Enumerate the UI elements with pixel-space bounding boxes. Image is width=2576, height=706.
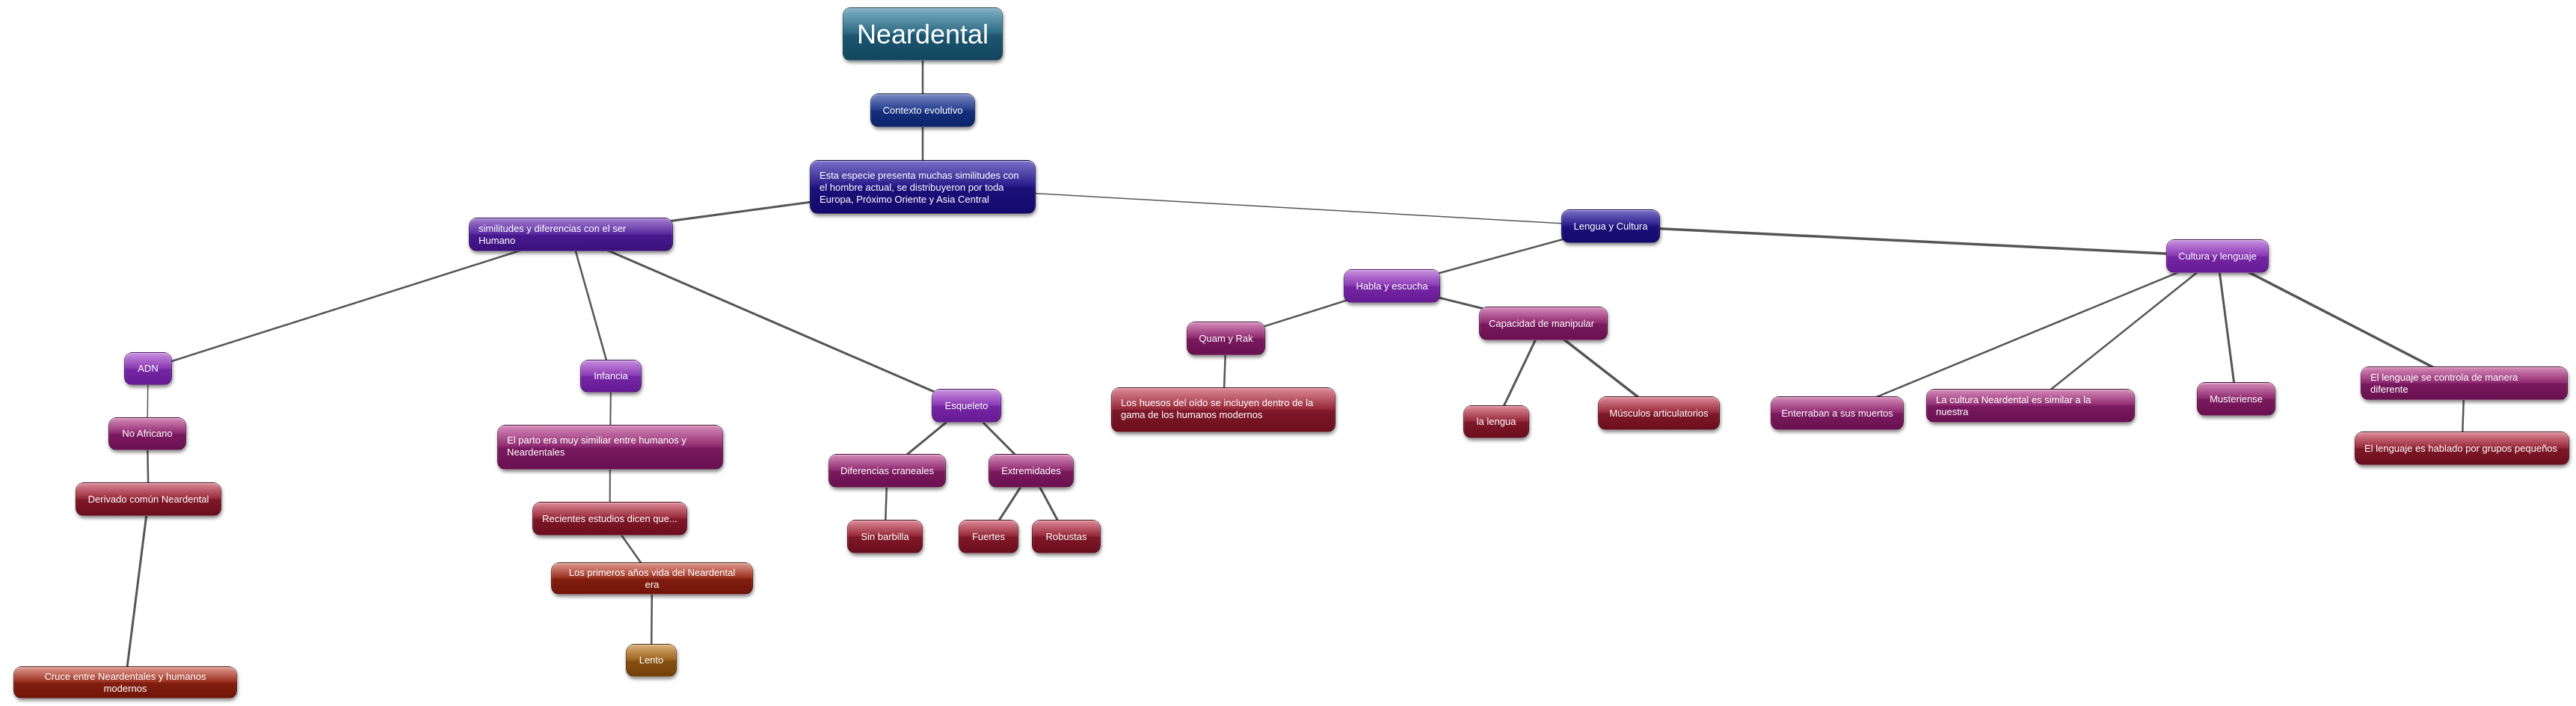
node-quam-rak[interactable]: Quam y Rak xyxy=(1187,322,1265,355)
node-la-lengua[interactable]: la lengua xyxy=(1463,405,1529,438)
edge-sim-adn xyxy=(147,233,571,370)
node-lengua-cultura[interactable]: Lengua y Cultura xyxy=(1561,209,1660,243)
edge-cyl-ctrl xyxy=(2216,254,2465,385)
edge-lc-cyl xyxy=(1610,224,2218,258)
node-diferencias-craneales[interactable]: Diferencias craneales xyxy=(829,454,946,488)
node-fuertes[interactable]: Fuertes xyxy=(959,520,1018,553)
node-parto-similar[interactable]: El parto era muy similiar entre humanos … xyxy=(497,425,723,470)
node-robustas[interactable]: Robustas xyxy=(1032,520,1101,553)
node-cruce-neardentales[interactable]: Cruce entre Neardentales y humanos moder… xyxy=(13,666,237,699)
node-derivado-comun[interactable]: Derivado común Neardental xyxy=(76,482,221,516)
node-lento[interactable]: Lento xyxy=(626,644,677,677)
node-esqueleto[interactable]: Esqueleto xyxy=(932,389,1001,423)
node-infancia[interactable]: Infancia xyxy=(580,360,642,393)
node-recientes-estudios[interactable]: Recientes estudios dicen que... xyxy=(532,502,687,535)
root-node-neardental[interactable]: Neardental xyxy=(843,7,1003,61)
node-extremidades[interactable]: Extremidades xyxy=(989,454,1074,488)
edge-sim-inf xyxy=(570,234,612,377)
node-habla-escucha[interactable]: Habla y escucha xyxy=(1344,269,1440,303)
node-lenguaje-hablado[interactable]: El lenguaje es hablado por grupos pequeñ… xyxy=(2355,432,2569,465)
node-sin-barbilla[interactable]: Sin barbilla xyxy=(847,520,923,553)
node-similitudes-diferencias[interactable]: similitudes y diferencias con el ser Hum… xyxy=(469,218,673,251)
node-no-africano[interactable]: No Africano xyxy=(108,417,186,450)
node-enterraban-muertos[interactable]: Enterraban a sus muertos xyxy=(1771,396,1904,430)
node-contexto-evolutivo[interactable]: Contexto evolutivo xyxy=(870,93,975,127)
node-capacidad-manipular[interactable]: Capacidad de manipular xyxy=(1479,307,1608,340)
node-description[interactable]: Esta especie presenta muchas similitudes… xyxy=(810,160,1036,214)
edge-cyl-cult xyxy=(2029,255,2219,407)
node-cultura-lenguaje[interactable]: Cultura y lenguaje xyxy=(2166,239,2269,273)
node-musteriense[interactable]: Musteriense xyxy=(2197,382,2275,416)
edge-cyl-must xyxy=(2216,256,2237,399)
node-primeros-anos[interactable]: Los primeros años vida del Neardental er… xyxy=(551,562,753,595)
edge-deriv-cruce xyxy=(124,499,150,683)
node-adn[interactable]: ADN xyxy=(124,352,172,385)
node-cultura-similar[interactable]: La cultura Neardental es similar a la nu… xyxy=(1926,389,2135,423)
node-lenguaje-controla[interactable]: El lenguaje se controla de manera difere… xyxy=(2361,366,2568,400)
node-huesos-oido[interactable]: Los huesos del oído se incluyen dentro d… xyxy=(1111,387,1335,432)
node-musculos-articulatorios[interactable]: Músculos articulatorios xyxy=(1598,396,1720,430)
